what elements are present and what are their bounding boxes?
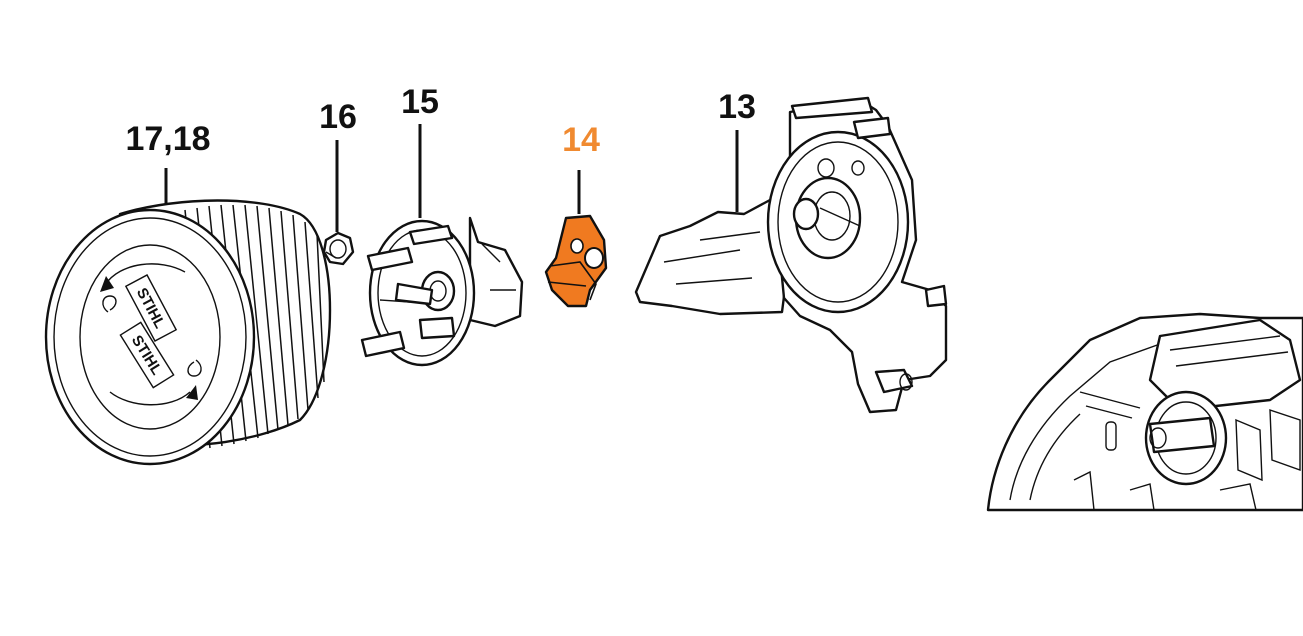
callout-label-15: 15 <box>401 83 439 121</box>
callout-label-16: 16 <box>319 98 357 136</box>
part-hex-nut[interactable] <box>322 231 355 266</box>
callout-label-17-18: 17,18 <box>125 120 210 158</box>
part-pawl-highlighted[interactable] <box>544 214 608 308</box>
part-fan-housing[interactable] <box>634 96 948 414</box>
callout-13[interactable]: 13 <box>718 88 756 212</box>
callout-14[interactable]: 14 <box>562 121 600 214</box>
part-starter-drum[interactable]: STIHL STIHL <box>44 199 332 466</box>
part-rotor[interactable] <box>360 216 524 367</box>
callout-17-18[interactable]: 17,18 <box>125 120 211 208</box>
callout-16[interactable]: 16 <box>319 98 357 232</box>
callout-label-13: 13 <box>718 88 756 126</box>
part-engine-crankcase <box>986 312 1303 512</box>
callout-15[interactable]: 15 <box>401 83 439 218</box>
callout-label-14: 14 <box>562 121 600 159</box>
